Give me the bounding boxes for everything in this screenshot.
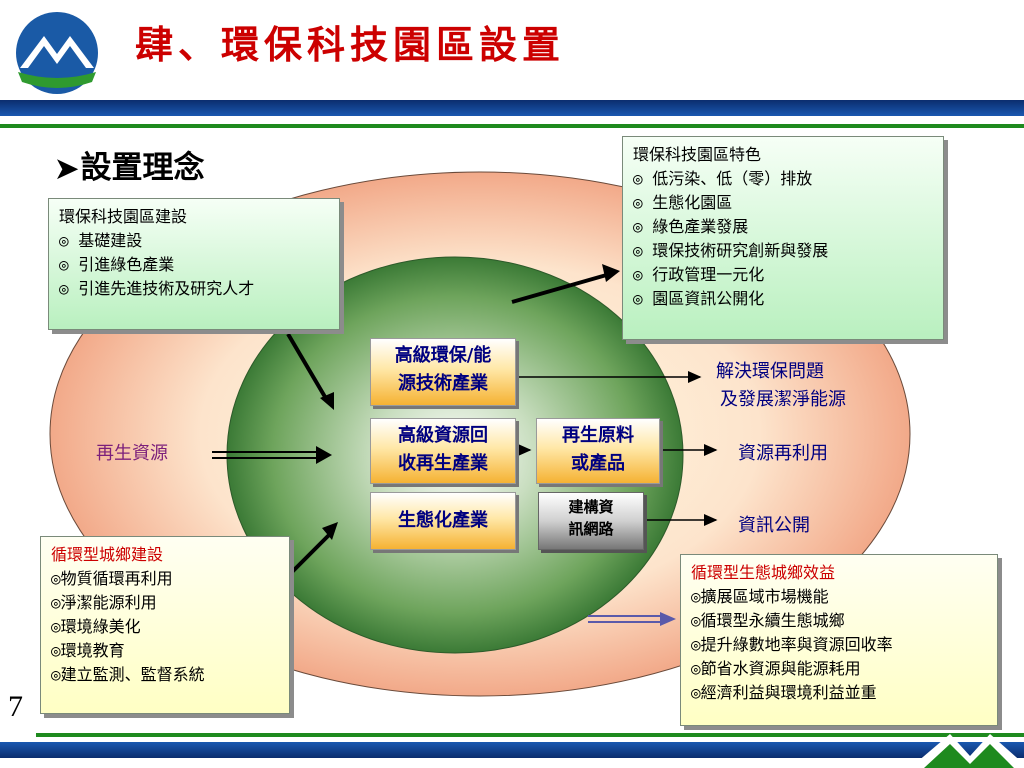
circular-city-item: ◎物質循環再利用	[51, 569, 173, 588]
advanced-env-energy-box: 高級環保/能 源技術產業	[370, 338, 516, 406]
features-item: ◎ 環保技術研究創新與發展	[633, 241, 829, 260]
benefits-item: ◎提升綠數地率與資源回收率	[691, 635, 893, 654]
circular-city-box: 循環型城鄉建設 ◎物質循環再利用 ◎淨潔能源利用 ◎環境綠美化 ◎環境教育 ◎建…	[40, 536, 290, 714]
circular-city-item: ◎環境綠美化	[51, 617, 141, 636]
recycled-resources-label: 再生資源	[96, 443, 168, 464]
recycled-material-line: 或產品	[571, 453, 625, 474]
recycled-material-box: 再生原料 或產品	[536, 418, 660, 484]
circular-city-header: 循環型城鄉建設	[51, 545, 164, 564]
features-item: ◎ 綠色產業發展	[633, 217, 749, 236]
section-subtitle: ➤設置理念	[55, 142, 204, 187]
eco-industry-box: 生態化產業	[370, 492, 516, 550]
info-network-line: 訊網路	[568, 520, 614, 538]
arrow-recycle-in	[212, 446, 332, 464]
solve-env-line: 解決環保問題	[716, 361, 824, 382]
page-number: 7	[8, 690, 23, 723]
features-item: ◎ 生態化園區	[633, 193, 733, 212]
recycled-material-line: 再生原料	[562, 425, 634, 446]
info-network-line: 建構資	[568, 498, 614, 516]
bullet-arrow-icon: ➤	[55, 152, 79, 185]
resource-reuse-label: 資源再利用	[738, 443, 828, 464]
benefits-item: ◎擴展區域市場機能	[691, 587, 829, 606]
logo-emblem	[16, 12, 98, 94]
circular-city-item: ◎淨潔能源利用	[51, 593, 157, 612]
solve-env-line: 及發展潔淨能源	[720, 389, 846, 410]
footer-bar-green	[36, 733, 1024, 737]
advanced-env-energy-line: 源技術產業	[398, 373, 488, 394]
circular-city-item: ◎建立監測、監督系統	[51, 665, 205, 684]
construction-item: ◎ 引進綠色產業	[59, 255, 175, 274]
features-header: 環保科技園區特色	[633, 145, 762, 164]
benefits-item: ◎循環型永續生態城鄉	[691, 611, 845, 630]
advanced-recovery-line: 高級資源回	[398, 425, 488, 446]
advanced-recovery-line: 收再生產業	[398, 453, 488, 474]
page-title: 肆、環保科技園區設置	[135, 22, 566, 67]
subtitle-text: 設置理念	[80, 150, 205, 186]
construction-header: 環保科技園區建設	[59, 207, 188, 226]
footer-mountain-icon	[910, 734, 1024, 768]
header-bar-blue	[0, 100, 1024, 116]
info-public-label: 資訊公開	[738, 515, 810, 536]
arrow-to-benefits	[588, 612, 676, 626]
features-item: ◎ 園區資訊公開化	[633, 289, 765, 308]
benefits-header: 循環型生態城鄉效益	[691, 563, 836, 582]
arrow-construction-to-center	[286, 332, 334, 410]
construction-item: ◎ 引進先進技術及研究人才	[59, 279, 255, 298]
arrow-circular-city-to-center	[290, 522, 338, 574]
solve-env-label: 解決環保問題 及發展潔淨能源	[716, 358, 846, 414]
header-bar-green	[0, 124, 1024, 128]
arrow-to-features	[511, 264, 620, 304]
circular-city-item: ◎環境教育	[51, 641, 125, 660]
features-item: ◎ 低污染、低（零）排放	[633, 169, 813, 188]
benefits-item: ◎經濟利益與環境利益並重	[691, 683, 877, 702]
footer-bar-blue	[0, 742, 1024, 758]
features-item: ◎ 行政管理一元化	[633, 265, 765, 284]
eco-industry-label: 生態化產業	[398, 510, 488, 531]
advanced-recovery-box: 高級資源回 收再生產業	[370, 418, 516, 484]
advanced-env-energy-line: 高級環保/能	[394, 345, 492, 366]
construction-box: 環保科技園區建設 ◎ 基礎建設 ◎ 引進綠色產業 ◎ 引進先進技術及研究人才	[48, 198, 340, 330]
construction-item: ◎ 基礎建設	[59, 231, 143, 250]
features-box: 環保科技園區特色 ◎ 低污染、低（零）排放 ◎ 生態化園區 ◎ 綠色產業發展 ◎…	[622, 136, 944, 340]
info-network-box: 建構資 訊網路	[538, 492, 644, 550]
benefits-item: ◎節省水資源與能源耗用	[691, 659, 861, 678]
benefits-box: 循環型生態城鄉效益 ◎擴展區域市場機能 ◎循環型永續生態城鄉 ◎提升綠數地率與資…	[680, 554, 998, 726]
